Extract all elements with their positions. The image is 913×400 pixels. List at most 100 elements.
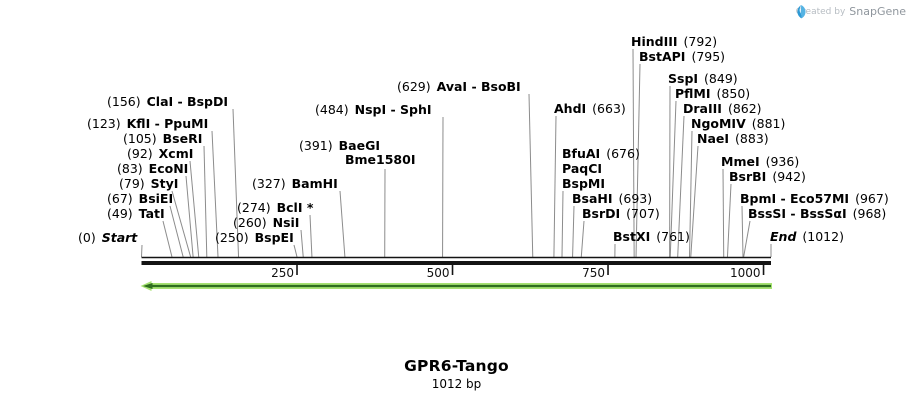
site-position: (0) [78, 230, 96, 245]
site-leader-line [162, 220, 173, 258]
site-position: (1012) [802, 229, 844, 244]
site-label-mmei[interactable]: MmeI (936) [721, 155, 799, 169]
enzyme-name: SspI [668, 71, 699, 86]
site-label-econi[interactable]: (83) EcoNI [117, 162, 188, 176]
enzyme-name: End [770, 229, 797, 244]
site-label-tati[interactable]: (49)TatI [107, 207, 165, 221]
site-leader-line [169, 205, 184, 258]
site-label-kfli-ppumi[interactable]: (123)KflI - PpuMI [87, 117, 208, 131]
site-position: (883) [735, 131, 769, 146]
site-leader-line [689, 130, 693, 258]
site-label-bspei[interactable]: (250)BspEI [215, 231, 294, 245]
site-label-start[interactable]: (0)Start [78, 231, 137, 245]
enzyme-name: BsrDI [582, 206, 621, 221]
watermark-created-by: Created by [795, 6, 846, 17]
enzyme-name: StyI [150, 176, 179, 191]
site-label-bstapi[interactable]: BstAPI (795) [639, 50, 725, 64]
site-leader-line [635, 63, 641, 258]
site-position: (707) [626, 206, 660, 221]
site-position: (849) [704, 71, 738, 86]
site-leader-line [189, 160, 200, 258]
site-position: (391) [299, 138, 333, 153]
enzyme-name: KflI - PpuMI [126, 116, 209, 131]
site-position: (250) [215, 230, 249, 245]
site-label-nspi-sphi[interactable]: (484)NspI - SphI [315, 103, 432, 117]
enzyme-name: EcoNI [148, 161, 189, 176]
site-label-bcli-[interactable]: (274) BclI * [237, 201, 313, 215]
site-label-bspmi[interactable]: BspMI [562, 177, 605, 191]
site-label-bamhi[interactable]: (327) BamHI [252, 177, 338, 191]
site-label-bsrbi[interactable]: BsrBI(942) [729, 170, 806, 184]
title-block: GPR6-Tango 1012 bp [0, 357, 913, 391]
site-position: (942) [772, 169, 806, 184]
site-position: (83) [117, 161, 143, 176]
site-position: (274) [237, 200, 271, 215]
site-label-ngomiv[interactable]: NgoMIV (881) [691, 117, 785, 131]
site-position: (105) [123, 131, 157, 146]
sequence-line-bar[interactable] [141, 261, 772, 265]
site-label-pflmi[interactable]: PflMI(850) [675, 87, 750, 101]
site-leader-line [743, 220, 751, 258]
site-label-avai-bsobi[interactable]: (629)AvaI - BsoBI [397, 80, 521, 94]
site-label-naei[interactable]: NaeI (883) [697, 132, 769, 146]
site-label-ahdi[interactable]: AhdI (663) [554, 102, 626, 116]
site-label-bsahi[interactable]: BsaHI(693) [572, 192, 652, 206]
site-position: (260) [233, 215, 267, 230]
map-length: 1012 bp [431, 377, 482, 391]
site-label-bseri[interactable]: (105)BseRI [123, 132, 202, 146]
site-position: (795) [691, 49, 726, 64]
enzyme-name: NgoMIV [691, 116, 746, 131]
enzyme-name: HindIII [631, 34, 678, 49]
site-position: (676) [606, 146, 640, 161]
enzyme-name: TatI [138, 206, 165, 221]
site-label-nsii[interactable]: (260)NsiI [233, 216, 299, 230]
enzyme-name: BsaHI [572, 191, 613, 206]
site-position: (967) [855, 191, 889, 206]
site-leader-line [232, 108, 240, 258]
site-leader-line [580, 220, 585, 258]
site-label-end[interactable]: End (1012) [770, 230, 844, 244]
ruler-tick-label: 1000 [730, 266, 761, 280]
site-leader-line [669, 100, 677, 258]
site-label-draiii[interactable]: DraIII(862) [683, 102, 762, 116]
site-label-styi[interactable]: (79) StyI [119, 177, 178, 191]
site-label-xcmi[interactable]: (92)XcmI [127, 147, 193, 161]
site-label-bsssi-bsss-i[interactable]: BssSI - BssSαI(968) [748, 207, 886, 221]
site-leader-line [690, 145, 699, 258]
site-label-clai-bspdi[interactable]: (156)ClaI - BspDI [107, 95, 228, 109]
site-leader-line [203, 145, 208, 258]
site-label-bstxi[interactable]: BstXI(761) [613, 230, 690, 244]
ruler-tick-label: 250 [271, 266, 294, 280]
site-position: (881) [751, 116, 786, 131]
site-position: (79) [119, 176, 145, 191]
site-label-bsiei[interactable]: (67)BsiEI [107, 192, 173, 206]
site-leader-line [677, 115, 685, 258]
site-position: (663) [592, 101, 626, 116]
enzyme-name: MmeI [721, 154, 760, 169]
site-leader-line [528, 93, 534, 258]
enzyme-name: BpmI - Eco57MI [740, 191, 850, 206]
watermark: Created by SnapGene [795, 5, 906, 19]
site-position: (936) [765, 154, 800, 169]
site-leader-line [185, 175, 194, 258]
site-leader-line [561, 190, 564, 258]
site-label-sspi[interactable]: SspI (849) [668, 72, 738, 86]
enzyme-name: BstAPI [639, 49, 686, 64]
enzyme-name: BamHI [291, 176, 338, 191]
site-label-bsrdi[interactable]: BsrDI (707) [582, 207, 660, 221]
site-label-bfuai[interactable]: BfuAI(676) [562, 147, 640, 161]
enzyme-name: AhdI [554, 101, 587, 116]
site-label-bpmi-eco57mi[interactable]: BpmI - Eco57MI (967) [740, 192, 889, 206]
enzyme-name: NaeI [697, 131, 730, 146]
site-position: (327) [252, 176, 286, 191]
site-leader-line [632, 48, 635, 258]
site-label-hindiii[interactable]: HindIII(792) [631, 35, 717, 49]
site-position: (761) [656, 229, 690, 244]
enzyme-name: BclI * [276, 200, 314, 215]
site-label-paqci[interactable]: PaqCI [562, 162, 602, 176]
enzyme-name: BsiEI [138, 191, 174, 206]
ruler-tick-label: 500 [427, 266, 450, 280]
